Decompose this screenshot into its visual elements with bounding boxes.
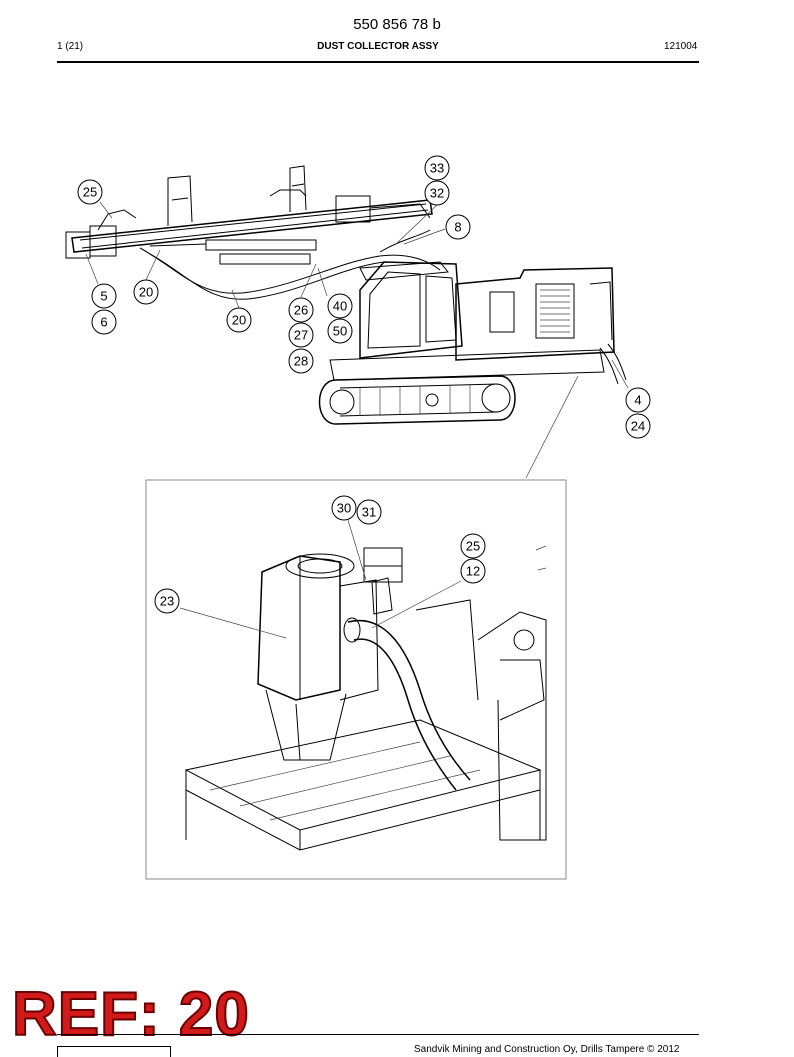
svg-text:12: 12 [466,564,480,579]
svg-text:6: 6 [100,315,107,330]
callout-33: 33 [424,155,450,181]
callout-20-left: 20 [133,279,159,305]
svg-text:31: 31 [362,505,376,520]
callout-6: 6 [91,309,117,335]
document-title: DUST COLLECTOR ASSY [317,41,439,52]
footer-copyright: Sandvik Mining and Construction Oy, Dril… [414,1044,680,1055]
svg-text:27: 27 [294,328,308,343]
callout-50: 50 [327,318,353,344]
dust-collector-detail-drawing [184,545,547,851]
svg-text:25: 25 [83,185,97,200]
svg-text:20: 20 [139,285,153,300]
callout-4: 4 [625,387,651,413]
callout-30: 30 [331,495,357,521]
callout-27: 27 [288,322,314,348]
callout-28: 28 [288,348,314,374]
svg-text:24: 24 [631,419,645,434]
svg-text:5: 5 [100,289,107,304]
callout-25-detail: 25 [460,533,486,559]
svg-text:50: 50 [333,324,347,339]
svg-text:40: 40 [333,299,347,314]
svg-text:32: 32 [430,186,444,201]
callout-26: 26 [288,297,314,323]
ref-stamp: REF: 20 [11,980,250,1049]
callout-31: 31 [356,499,382,525]
svg-text:23: 23 [160,594,174,609]
svg-text:33: 33 [430,161,444,176]
page-count: 1 (21) [57,41,84,52]
detail-view-frame [145,479,567,880]
callout-40: 40 [327,293,353,319]
svg-text:25: 25 [466,539,480,554]
callout-25-upper: 25 [77,179,103,205]
callout-24: 24 [625,413,651,439]
header-rule [57,61,699,63]
callout-5: 5 [91,283,117,309]
svg-text:4: 4 [634,393,641,408]
svg-text:28: 28 [294,354,308,369]
callout-8: 8 [445,214,471,240]
svg-text:30: 30 [337,501,351,516]
svg-text:20: 20 [232,313,246,328]
callout-20-center: 20 [226,307,252,333]
callout-32: 32 [424,180,450,206]
document-number: 550 856 78 b [353,16,441,33]
leader-lines [85,201,629,639]
callout-12: 12 [460,558,486,584]
svg-text:26: 26 [294,303,308,318]
footer-rule [57,1034,699,1035]
drill-rig-drawing [65,165,627,425]
callout-23: 23 [154,588,180,614]
svg-text:8: 8 [454,220,461,235]
logo-box [57,1046,171,1057]
detail-leader [525,375,579,479]
date-code: 121004 [664,41,698,52]
